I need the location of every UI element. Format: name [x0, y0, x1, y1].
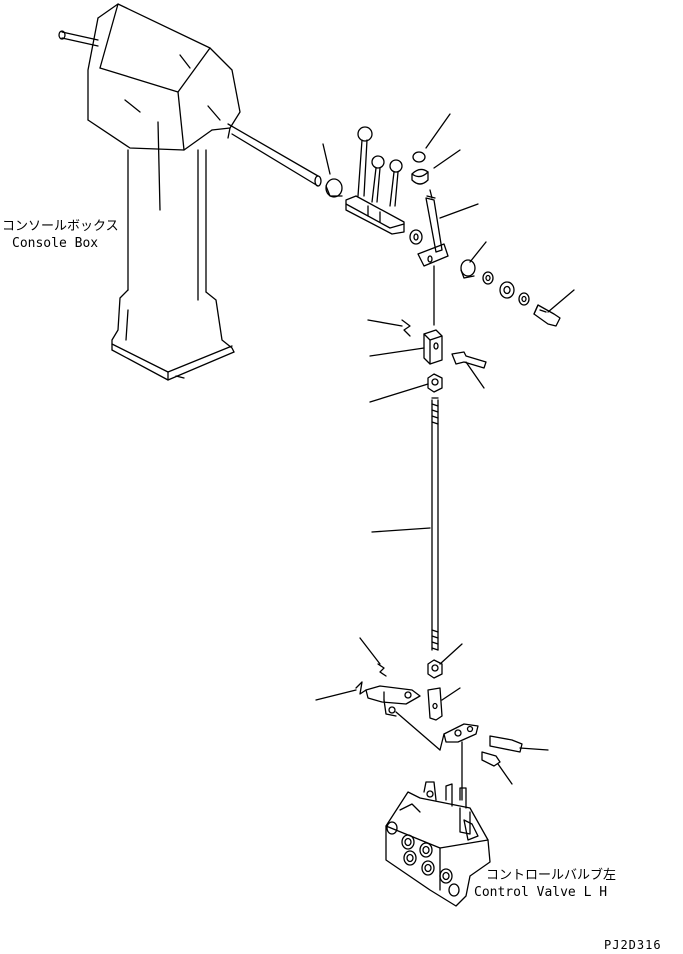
console-box-label-en: Console Box	[12, 236, 99, 251]
control-valve-label-en: Control Valve L H	[474, 885, 608, 900]
threaded-rod	[431, 397, 439, 651]
upper-clevis	[401, 319, 487, 393]
lever-assembly	[325, 126, 561, 327]
lower-linkage	[355, 659, 523, 801]
leader-lines	[315, 113, 575, 785]
control-valve	[385, 781, 491, 907]
drawing-code: PJ2D316	[604, 938, 662, 952]
control-valve-label-jp: コントロールバルブ左	[486, 868, 617, 883]
console-box-label-jp: コンソールボックス	[2, 219, 119, 234]
console-box	[58, 3, 322, 381]
